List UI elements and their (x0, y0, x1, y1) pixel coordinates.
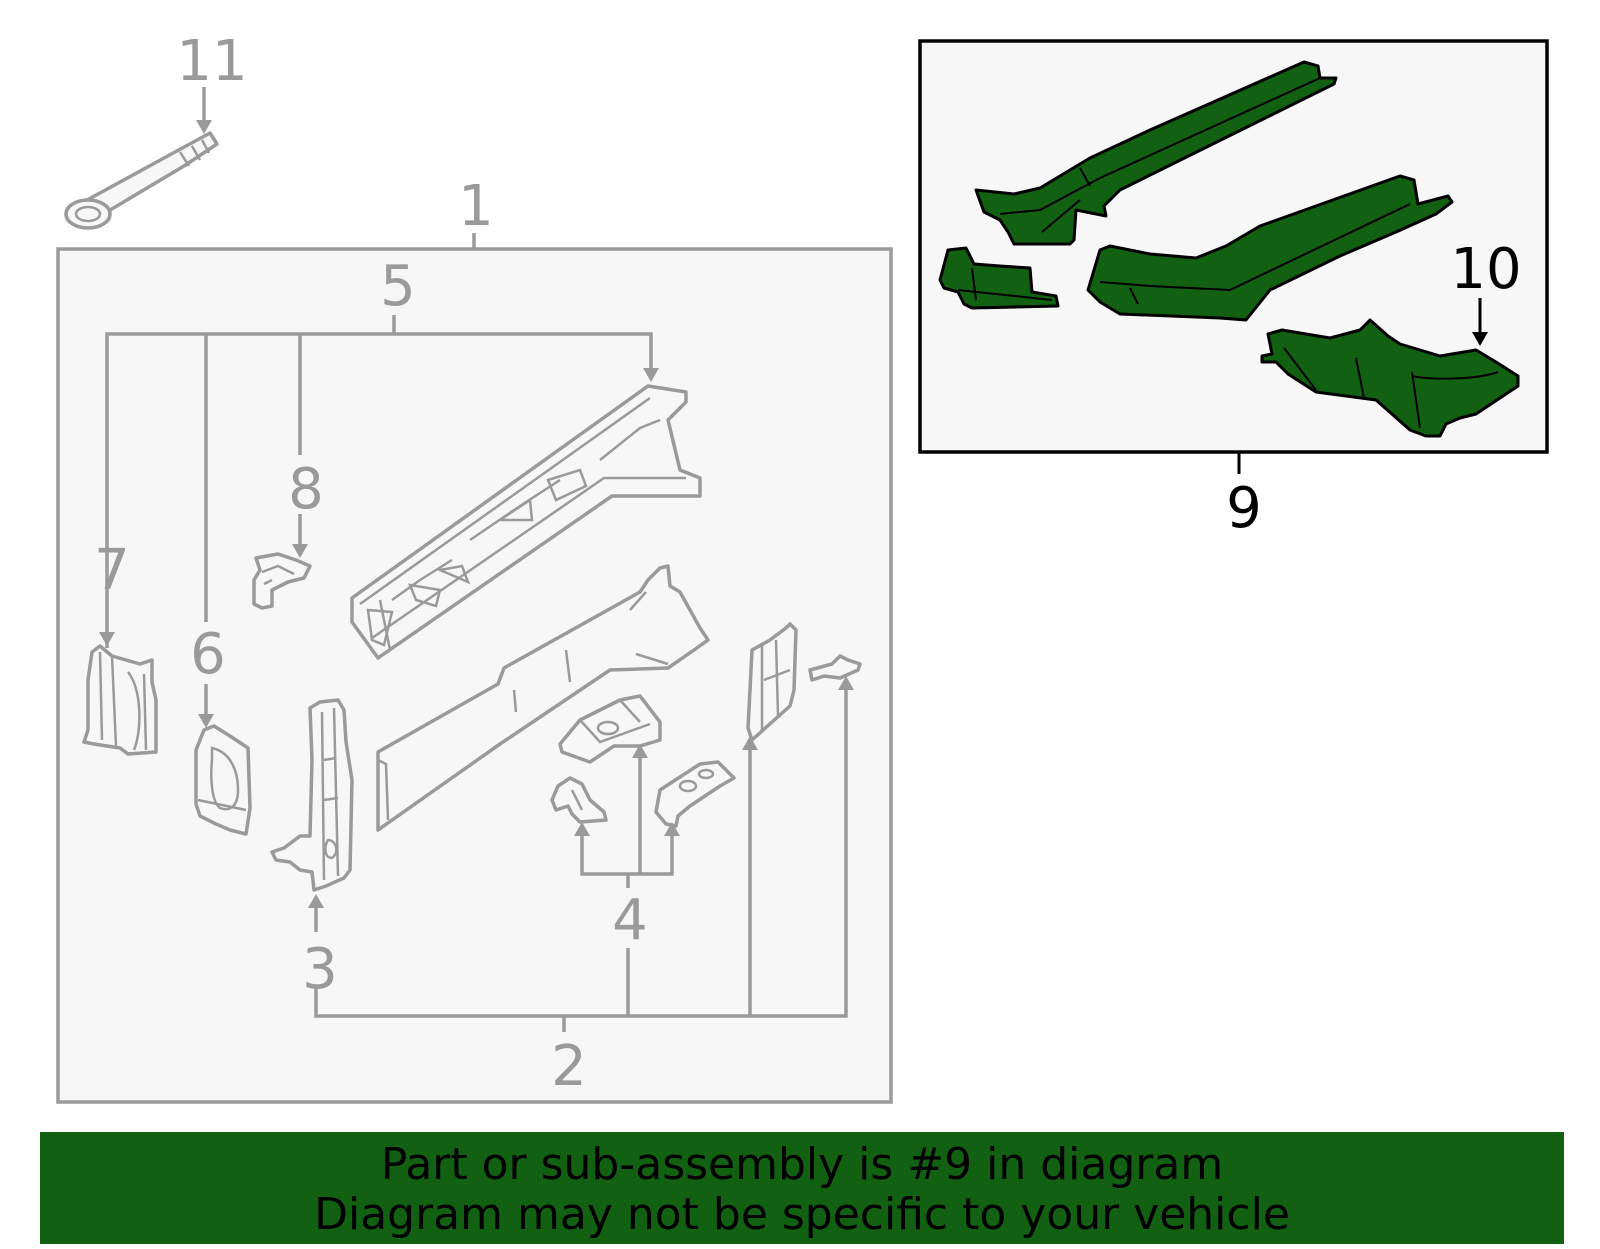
part-9-end-bracket[interactable] (938, 246, 1060, 310)
part-4-bracket-upper[interactable] (558, 694, 662, 764)
part-4-bracket-right[interactable] (654, 760, 736, 828)
part-11-tow-hook[interactable] (64, 131, 219, 230)
part-3-pillar[interactable] (270, 698, 354, 892)
part-9-lower-rail[interactable] (1086, 174, 1454, 322)
part-2-pillar-right[interactable] (746, 622, 798, 742)
arrow-3 (308, 894, 324, 908)
bracket-4 (574, 744, 680, 888)
callout-7[interactable]: 7 (94, 538, 130, 603)
banner-line-2: Diagram may not be specific to your vehi… (314, 1189, 1290, 1240)
callout-4[interactable]: 4 (612, 888, 648, 953)
part-6-panel[interactable] (194, 724, 252, 836)
banner-line-1: Part or sub-assembly is #9 in diagram (380, 1139, 1224, 1190)
bracket-2 (314, 676, 854, 1032)
arrow-6 (198, 714, 214, 728)
arrow-10 (1472, 332, 1488, 346)
callout-1[interactable]: 1 (458, 174, 494, 239)
info-banner: Part or sub-assembly is #9 in diagram Di… (40, 1132, 1564, 1244)
callout-8[interactable]: 8 (288, 457, 324, 522)
bracket-5 (105, 315, 659, 648)
callout-9[interactable]: 9 (1226, 476, 1262, 541)
arrow-8 (292, 544, 308, 558)
arrow-11 (196, 120, 212, 134)
arrow-7 (99, 632, 115, 646)
part-2-clip[interactable] (808, 654, 862, 682)
callout-10[interactable]: 10 (1450, 237, 1521, 302)
callout-2[interactable]: 2 (551, 1034, 587, 1099)
part-9-upper-rail[interactable] (974, 60, 1338, 246)
callout-3[interactable]: 3 (302, 937, 338, 1002)
part-5-upper-rail[interactable] (350, 384, 702, 660)
callout-5[interactable]: 5 (380, 254, 416, 319)
part-7-panel[interactable] (82, 644, 158, 756)
part-10-end-panel[interactable] (1260, 318, 1520, 438)
part-8-bracket[interactable] (252, 552, 312, 610)
part-4-bracket-left[interactable] (550, 776, 608, 824)
callout-11[interactable]: 11 (176, 29, 247, 94)
callout-6[interactable]: 6 (190, 622, 226, 687)
part-2-lower-rail[interactable] (376, 564, 710, 832)
